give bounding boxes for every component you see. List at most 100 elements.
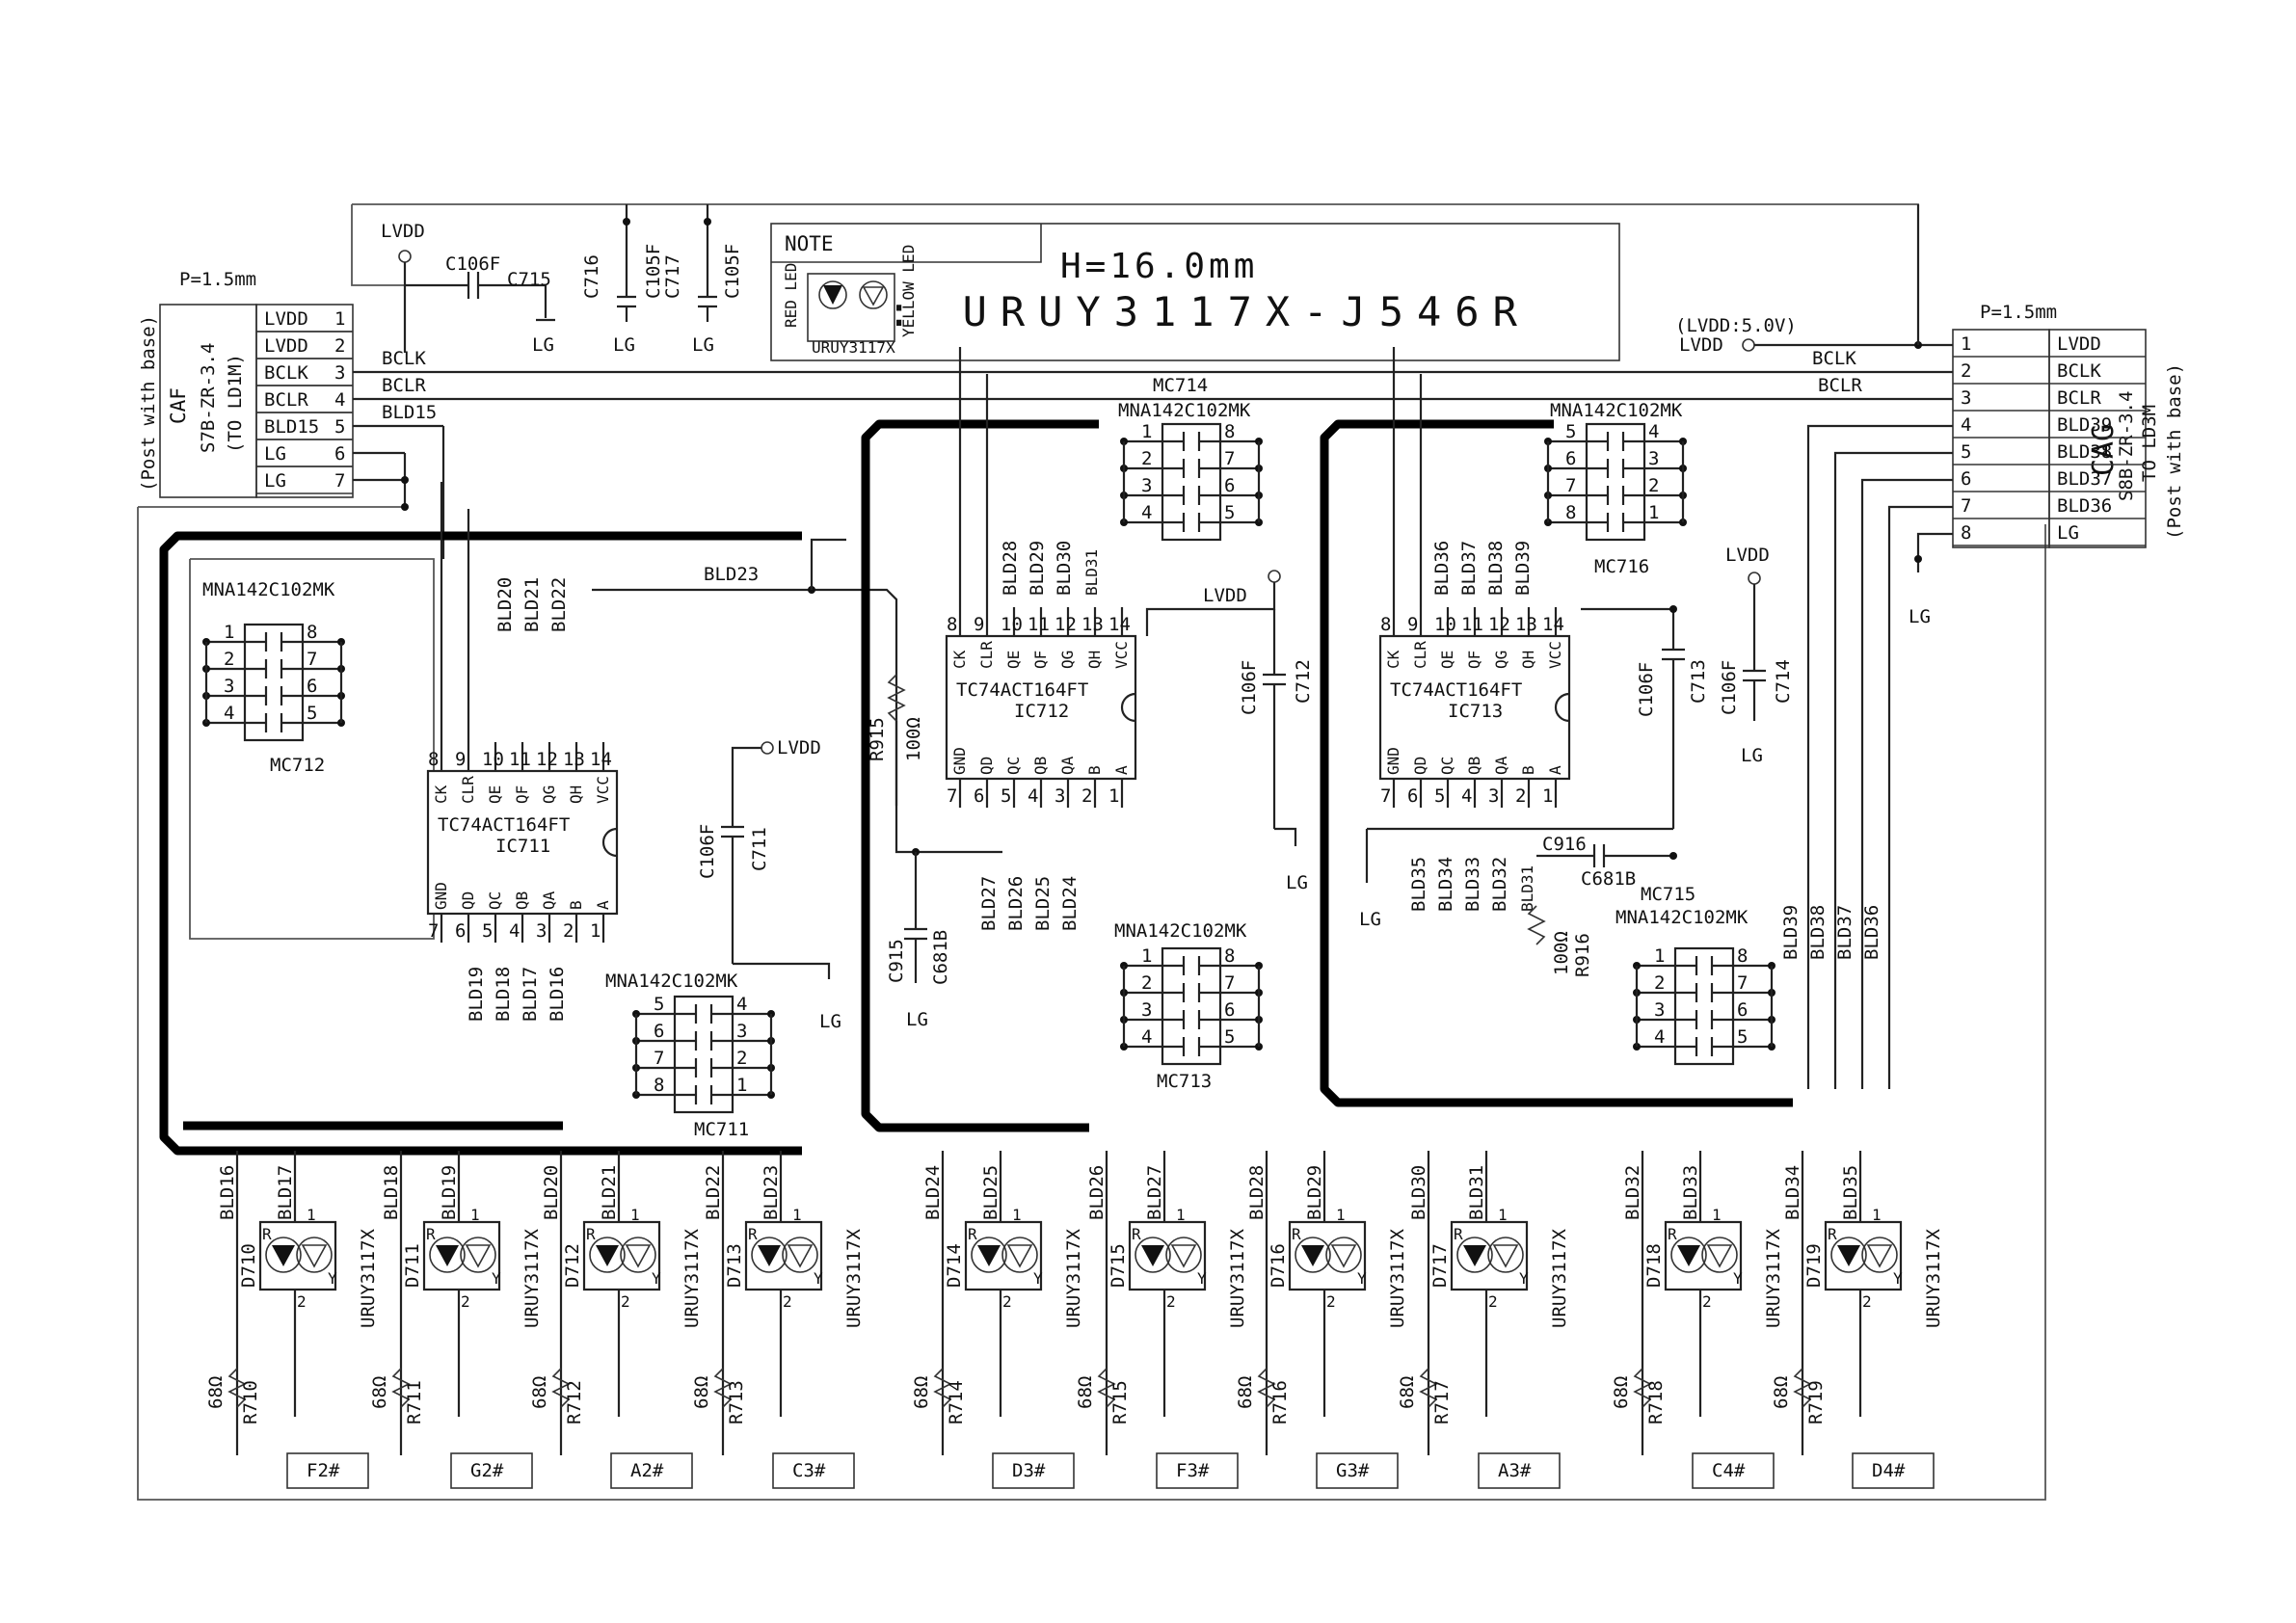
led-res-ref: R710 xyxy=(240,1380,261,1424)
c916-value: C681B xyxy=(1581,868,1636,890)
array-ref: MC715 xyxy=(1641,884,1695,905)
array-pin-right: 6 xyxy=(307,676,317,697)
ic-part: TC74ACT164FT xyxy=(1390,679,1522,701)
top-lvdd-section: LVDD C106F C715 LG C716 C105F LG C717 C1… xyxy=(381,204,743,356)
r916-value: 100Ω xyxy=(1551,931,1572,975)
led-bld-a: BLD24 xyxy=(922,1165,944,1220)
led-pin1: 1 xyxy=(1176,1206,1186,1224)
cag-pin-no: 1 xyxy=(1961,333,1971,355)
ic713-bld36: BLD36 xyxy=(1431,541,1453,596)
led-pin2: 2 xyxy=(1166,1292,1176,1311)
ic713-lg-b: LG xyxy=(1359,909,1381,930)
array-pin-right: 5 xyxy=(1737,1026,1748,1048)
led-pin1: 1 xyxy=(1872,1206,1882,1224)
ic-top-pin: 9 xyxy=(455,749,466,770)
ic-bot-pin: 6 xyxy=(1407,785,1418,807)
ic-bot-pin: 4 xyxy=(509,920,520,942)
array-part: MNA142C102MK xyxy=(1550,400,1683,421)
bus-bld38: BLD38 xyxy=(1807,905,1829,960)
lg-label-top2: LG xyxy=(613,334,635,356)
yellow-led-icon xyxy=(787,1244,814,1268)
array-pin-right: 8 xyxy=(1737,945,1748,967)
led-pin1: 1 xyxy=(1336,1206,1346,1224)
array-pin-left: 4 xyxy=(1654,1026,1665,1048)
ic-top-sig: QG xyxy=(1492,651,1510,669)
key-label: A2# xyxy=(630,1460,664,1481)
led-res-ref: R714 xyxy=(946,1380,967,1424)
led-res-value: 68Ω xyxy=(529,1376,550,1409)
cag-pin-no: 4 xyxy=(1961,414,1971,436)
array-pin-left: 3 xyxy=(224,676,234,697)
led-bld-b: BLD31 xyxy=(1466,1165,1487,1220)
ic711-c711: C711 xyxy=(749,827,770,871)
ic-bot-sig: B xyxy=(1519,765,1537,775)
ic711-bld19: BLD19 xyxy=(466,967,487,1022)
led-r-pin: R xyxy=(968,1225,977,1243)
ic-bot-sig: QC xyxy=(486,891,504,910)
key-label: D4# xyxy=(1872,1460,1906,1481)
ic-top-sig: QE xyxy=(1004,651,1023,669)
ic-top-pin: 9 xyxy=(1407,614,1418,635)
array-pin-right: 3 xyxy=(736,1021,747,1042)
led-bld-a: BLD20 xyxy=(541,1165,562,1220)
ic712-bld29: BLD29 xyxy=(1027,541,1048,596)
array-pin-left: 4 xyxy=(224,703,234,724)
ic-top-sig: CK xyxy=(1384,650,1402,669)
ic-bot-sig: QA xyxy=(1492,756,1510,775)
led-r-pin: R xyxy=(748,1225,758,1243)
led-y-pin: Y xyxy=(652,1269,661,1288)
led-r-pin: R xyxy=(1454,1225,1463,1243)
ic-top-sig: QH xyxy=(1085,651,1104,669)
led-res-ref: R719 xyxy=(1805,1380,1827,1424)
ic-bot-pin: 3 xyxy=(1055,785,1065,807)
array-pin-left: 4 xyxy=(1141,502,1152,523)
led-pin2: 2 xyxy=(1862,1292,1872,1311)
array-pin-left: 8 xyxy=(654,1075,664,1096)
key-label: G3# xyxy=(1336,1460,1370,1481)
led-bld-b: BLD17 xyxy=(275,1165,296,1220)
mc714-label: MC714 xyxy=(1153,375,1208,396)
bclr-label-right: BCLR xyxy=(1818,375,1862,396)
led-y-pin: Y xyxy=(1893,1269,1903,1288)
ic-bot-sig: A xyxy=(1112,765,1131,775)
led-pin2: 2 xyxy=(621,1292,630,1311)
lg-label-right: LG xyxy=(1909,606,1931,627)
led-part: URUY3117X xyxy=(1063,1228,1084,1328)
ic711-lvdd: LVDD xyxy=(777,737,821,758)
ic-top-sig: QG xyxy=(1058,651,1077,669)
ic-ref: IC712 xyxy=(1014,701,1069,722)
led-y-pin: Y xyxy=(1033,1269,1043,1288)
ic-ic711: TC74ACT164FTIC7118CK7GND9CLR6QD10QE5QC11… xyxy=(426,482,619,943)
ic-top-pin: 11 xyxy=(1028,614,1050,635)
ic713-bld37: BLD37 xyxy=(1458,541,1480,596)
ic-bot-sig: A xyxy=(1546,765,1564,775)
cag-pin-label: LVDD xyxy=(2057,333,2101,355)
ic-ic712: TC74ACT164FTIC7128CK7GND9CLR6QD10QE5QC11… xyxy=(945,347,1137,808)
led-y-pin: Y xyxy=(1197,1269,1207,1288)
key-label: A3# xyxy=(1498,1460,1532,1481)
caf-name: CAF xyxy=(167,387,190,424)
c916-label: C916 xyxy=(1542,834,1587,855)
array-pin-right: 7 xyxy=(1224,448,1235,469)
ic713-lvdd: LVDD xyxy=(1725,545,1770,566)
ic-bot-sig: B xyxy=(567,900,585,910)
caf-pin-no: 3 xyxy=(334,362,345,384)
red-led-icon xyxy=(1677,1245,1700,1266)
ic-part: TC74ACT164FT xyxy=(438,814,570,836)
ic711-bld20: BLD20 xyxy=(494,577,516,632)
ic713-c106f-b: C106F xyxy=(1636,662,1657,717)
ic-top-pin: 8 xyxy=(947,614,957,635)
ic-bot-pin: 4 xyxy=(1461,785,1472,807)
ic-top-sig: VCC xyxy=(1546,641,1564,669)
led-ref: D713 xyxy=(724,1243,745,1288)
led-r-pin: R xyxy=(586,1225,596,1243)
ic-top-sig: QH xyxy=(1519,651,1537,669)
cag-pin-label: BLD39 xyxy=(2057,414,2112,436)
array-pin-right: 6 xyxy=(1737,999,1748,1021)
